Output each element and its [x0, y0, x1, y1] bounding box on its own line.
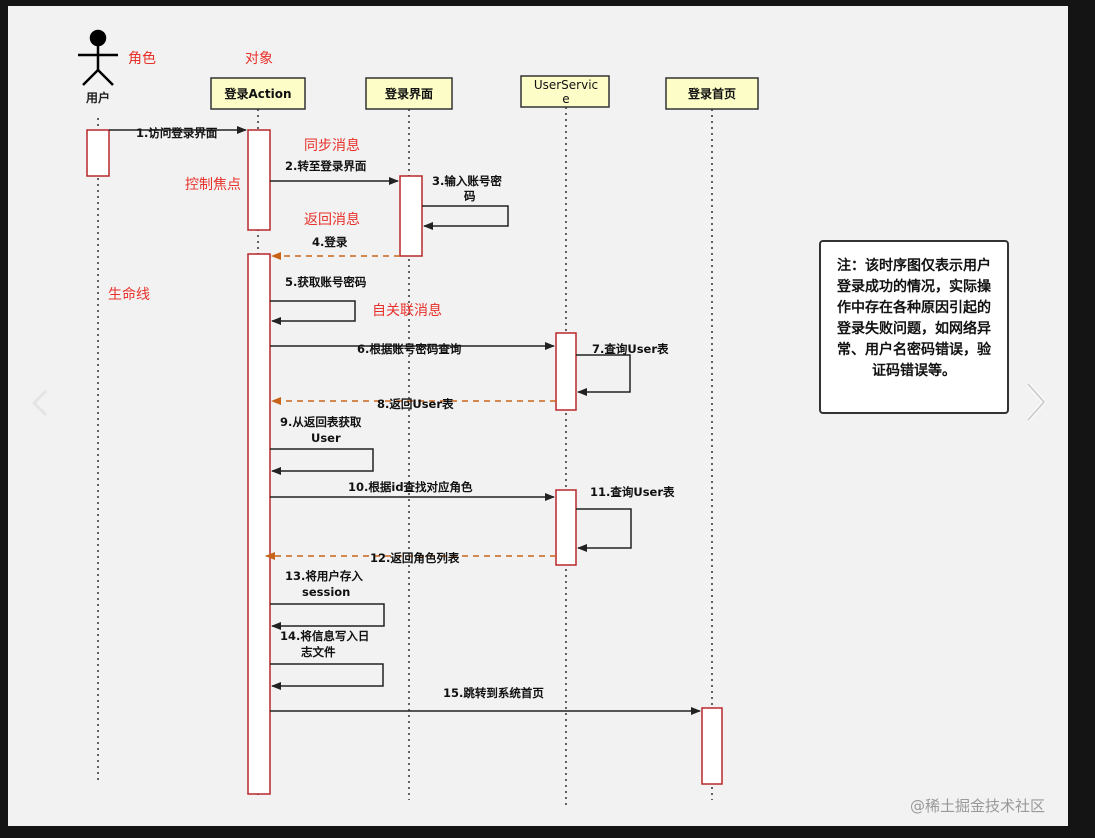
object-user-service-label-2: e — [562, 92, 569, 106]
message-arrow-5 — [270, 300, 356, 325]
message-label-9b: User — [311, 431, 341, 445]
activation-login-action-1 — [247, 129, 271, 231]
annotation-object: 对象 — [245, 51, 273, 67]
message-label-3a: 3.输入账号密 — [432, 174, 502, 188]
message-label-15: 15.跳转到系统首页 — [443, 686, 544, 700]
message-label-8: 8.返回User表 — [377, 397, 454, 411]
message-label-14a: 14.将信息写入日 — [280, 629, 369, 643]
annotation-self-message: 自关联消息 — [372, 302, 442, 319]
message-label-10: 10.根据id查找对应角色 — [348, 480, 473, 494]
note-box: 注：该时序图仅表示用户登录成功的情况，实际操作中存在各种原因引起的登录失败问题，… — [819, 240, 1009, 414]
activation-login-action-2 — [247, 253, 271, 795]
message-arrow-11 — [576, 508, 632, 552]
message-arrow-13 — [270, 603, 385, 630]
activation-user-service-1 — [555, 332, 577, 411]
watermark: @稀土掘金技术社区 — [910, 797, 1046, 815]
actor-user-label: 用户 — [85, 90, 110, 105]
object-user-service-box — [520, 75, 610, 108]
activation-home-page — [701, 707, 723, 785]
annotation-lifeline: 生命线 — [108, 286, 150, 303]
object-login-action-label: 登录Action — [223, 86, 291, 101]
chevron-left-icon[interactable] — [28, 388, 52, 418]
annotation-return-message: 返回消息 — [304, 211, 360, 228]
message-label-2: 2.转至登录界面 — [285, 159, 367, 173]
object-home-page-box — [665, 77, 759, 110]
object-login-ui-label: 登录界面 — [384, 86, 433, 101]
annotation-control-focus: 控制焦点 — [185, 177, 241, 193]
object-user-service-label-1: UserServic — [534, 78, 598, 92]
message-label-14b: 志文件 — [301, 645, 336, 659]
chevron-right-icon[interactable] — [1020, 380, 1050, 424]
activation-user-service-2 — [555, 489, 577, 566]
message-label-13b: session — [302, 585, 350, 599]
message-arrow-9 — [270, 448, 374, 475]
message-label-11: 11.查询User表 — [590, 485, 675, 499]
message-label-1: 1.访问登录界面 — [136, 126, 218, 140]
message-label-4: 4.登录 — [312, 235, 348, 249]
activation-login-ui — [399, 175, 423, 257]
activation-user — [86, 129, 110, 177]
user-actor-icon — [78, 29, 118, 86]
object-login-ui-box — [365, 77, 453, 110]
message-label-9a: 9.从返回表获取 — [280, 415, 362, 429]
annotation-sync-message: 同步消息 — [304, 137, 360, 154]
message-label-6: 6.根据账号密码查询 — [357, 342, 462, 356]
diagram-panel: 用户 登录Action 登录界面 UserServic e 登录首页 — [8, 6, 1068, 826]
sequence-diagram: 用户 登录Action 登录界面 UserServic e 登录首页 — [78, 29, 759, 805]
object-home-page-label: 登录首页 — [687, 86, 736, 101]
message-label-13a: 13.将用户存入 — [285, 569, 363, 583]
message-label-5: 5.获取账号密码 — [285, 275, 367, 289]
message-arrow-3 — [422, 205, 509, 230]
message-arrow-14 — [270, 663, 384, 690]
annotation-role: 角色 — [128, 50, 156, 67]
message-label-7: 7.查询User表 — [592, 342, 669, 356]
message-label-3b: 码 — [464, 189, 476, 203]
message-label-12: 12.返回角色列表 — [370, 551, 460, 565]
message-arrow-7 — [576, 354, 631, 396]
object-login-action-box — [210, 77, 306, 110]
